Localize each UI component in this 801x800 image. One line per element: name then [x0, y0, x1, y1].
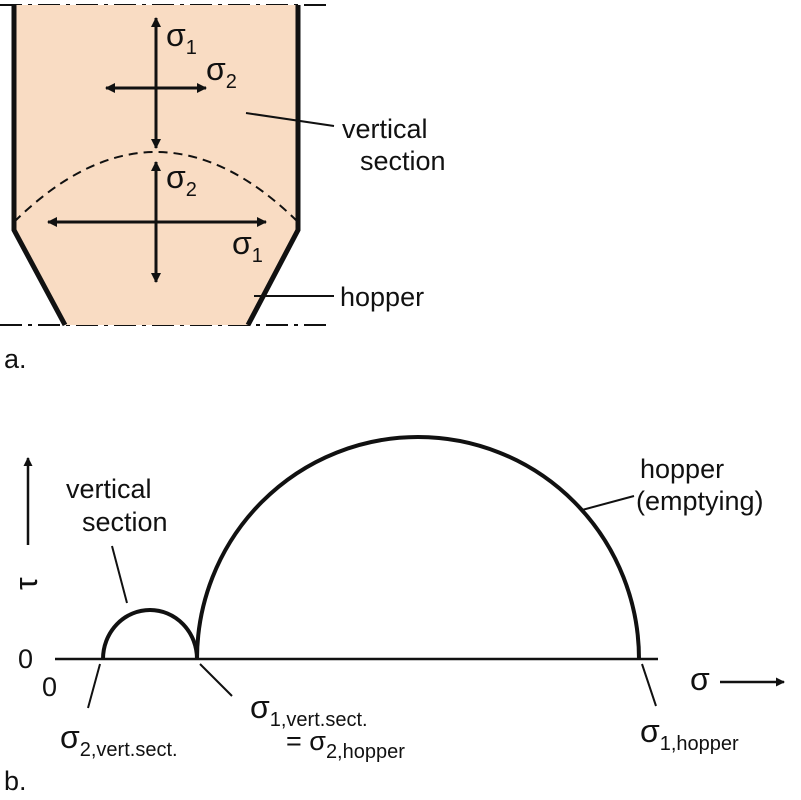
silo-diagram: σ1 σ2 σ2 σ1 vertical section hopper a.: [0, 4, 446, 374]
mohr-diagram: τ 0 0 σ vertical section hopper (emptyin…: [4, 435, 785, 796]
tau-axis-label: τ: [8, 577, 44, 590]
hopper-circle-label: hopper (emptying): [636, 454, 764, 516]
hopper-mohr-circle: [195, 435, 641, 660]
upper-sigma1-label: σ1: [166, 17, 197, 59]
sigma2-hopper-label: = σ2,hopper: [286, 726, 405, 763]
hopper-label: hopper: [340, 282, 424, 312]
lower-stress-cross: σ2 σ1: [47, 159, 267, 283]
sigma1-hopper-label: σ1,hopper: [640, 713, 739, 755]
hopper-circle-leader: [581, 495, 635, 511]
silo-wall-left: [11, 5, 68, 327]
sigma2-vert-label: σ2,vert.sect.: [60, 719, 178, 761]
panel-b-label: b.: [4, 766, 27, 796]
sigma2-vert-leader: [87, 663, 101, 709]
panel-a-label: a.: [4, 344, 27, 374]
vertical-section-label: vertical section: [342, 114, 446, 176]
vertical-section-mohr-circle: [101, 608, 199, 660]
sigma1-vert-leader: [199, 663, 233, 697]
lower-sigma2-label: σ2: [166, 159, 197, 201]
silo-wall-right: [245, 5, 301, 327]
upper-stress-cross: σ1 σ2: [105, 17, 237, 149]
vertical-section-circle-leader: [111, 545, 128, 604]
upper-sigma2-label: σ2: [206, 51, 237, 93]
origin-y-label: 0: [18, 644, 33, 674]
stress-arch-dashed: [13, 151, 299, 223]
lower-sigma1-label: σ1: [232, 225, 263, 267]
sigma1-vert-label: σ1,vert.sect.: [250, 689, 368, 731]
sigma-axis-label: σ: [690, 661, 710, 697]
vertical-section-circle-label: vertical section: [66, 474, 168, 537]
vertical-section-leader: [245, 112, 335, 127]
origin-x-label: 0: [42, 672, 57, 702]
sigma1-hopper-leader: [641, 663, 657, 707]
